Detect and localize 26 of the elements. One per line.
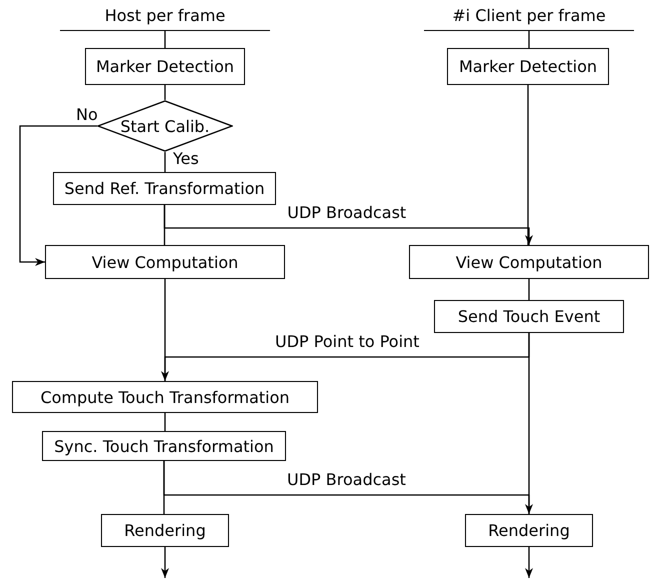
process-box: View Computation xyxy=(45,245,285,279)
lane-heading: Host per frame xyxy=(60,6,270,31)
arrow xyxy=(19,125,97,266)
process-box: View Computation xyxy=(409,245,649,279)
connector-line xyxy=(164,85,166,100)
process-box: Send Touch Event xyxy=(434,300,624,333)
process-box: Compute Touch Transformation xyxy=(12,381,318,413)
arrow xyxy=(161,547,169,578)
process-box: Rendering xyxy=(465,514,593,547)
decision-diamond: Start Calib. xyxy=(97,100,233,152)
process-box: Marker Detection xyxy=(85,48,245,85)
connector-line xyxy=(528,279,530,300)
process-box: Rendering xyxy=(101,514,229,547)
connector-line xyxy=(527,85,529,245)
process-box: Marker Detection xyxy=(447,48,609,85)
connector-line xyxy=(164,413,166,431)
connector-line xyxy=(164,152,166,172)
connector-line xyxy=(164,31,166,48)
arrow xyxy=(163,461,533,514)
connector-line xyxy=(528,333,530,514)
process-box: Send Ref. Transformation xyxy=(53,172,276,205)
process-box: Sync. Touch Transformation xyxy=(42,431,286,461)
arrow xyxy=(164,205,533,245)
connector-line xyxy=(528,31,530,48)
lane-heading: #i Client per frame xyxy=(424,6,634,31)
arrow xyxy=(525,547,533,578)
